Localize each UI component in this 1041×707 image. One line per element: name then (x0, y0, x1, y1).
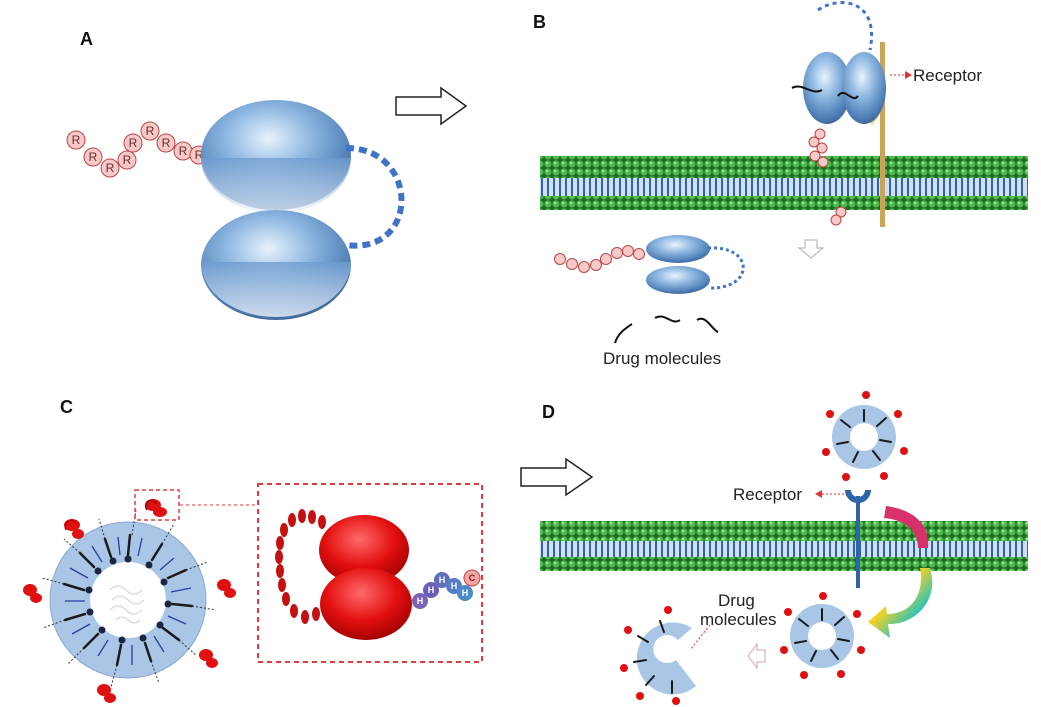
arginine-residue: R (123, 133, 143, 153)
cell-membrane-b (540, 156, 1028, 210)
svg-text:R: R (89, 150, 98, 164)
svg-text:R: R (106, 161, 115, 175)
bound-lobe-left (803, 52, 851, 124)
free-drug-molecule (696, 317, 719, 333)
entry-arrow-top (884, 506, 929, 548)
lower-lobe-shade (201, 262, 351, 317)
red-protein-tag (23, 584, 42, 603)
panel-d: D Receptor (540, 391, 1028, 705)
micelle-c (23, 509, 236, 703)
down-arrow-b (797, 239, 825, 259)
arginine-residue: R (100, 158, 120, 178)
highlight-box-small (134, 489, 180, 521)
svg-text:R: R (195, 148, 204, 162)
panel-a: A R R R R R R R R R (66, 29, 405, 320)
svg-text:C: C (469, 573, 476, 583)
linker-dashed (345, 145, 405, 249)
drug-label-d-line2: molecules (700, 610, 777, 629)
receptor-stem (856, 496, 860, 588)
arrow-a-to-b (395, 86, 468, 126)
red-protein-tag (217, 579, 236, 598)
red-protein-tag (145, 499, 167, 517)
arginine-residue: R (156, 133, 176, 153)
svg-text:R: R (129, 136, 138, 150)
svg-text:H: H (451, 581, 458, 591)
release-arrow (747, 642, 766, 670)
svg-text:H: H (428, 585, 435, 595)
free-drug-molecule (614, 323, 633, 344)
drug-molecules-label-b: Drug molecules (603, 349, 721, 368)
receptor-label-d: Receptor (733, 485, 802, 504)
red-protein-tag (199, 649, 218, 668)
upper-lobe-shade (201, 158, 351, 213)
bound-lobe-right (842, 52, 886, 124)
released-linker (707, 246, 745, 290)
red-linker-beads (275, 509, 326, 624)
svg-text:R: R (72, 133, 81, 147)
svg-text:H: H (417, 596, 424, 606)
arginine-residue: R (173, 141, 193, 161)
entry-arrow-bottom (868, 568, 933, 638)
his-tag: H H H H H C (412, 569, 481, 609)
red-lobe-bottom (320, 568, 412, 640)
drug-molecule (837, 91, 859, 99)
released-chain-b (554, 245, 645, 273)
panel-d-label: D (542, 402, 555, 422)
svg-text:R: R (162, 136, 171, 150)
arginine-residue: R (140, 121, 160, 141)
cell-membrane-d (540, 521, 1028, 571)
svg-text:R: R (179, 144, 188, 158)
receptor-pointer-head-d (815, 490, 822, 498)
svg-text:H: H (462, 588, 469, 598)
panel-b-label: B (533, 12, 546, 32)
released-lobe-top (646, 235, 710, 263)
micelle-d-broken (620, 606, 696, 705)
released-lobe-bottom (646, 266, 710, 294)
svg-text:R: R (123, 153, 132, 167)
arginine-residue: R (66, 130, 86, 150)
arginine-residue: R (117, 150, 137, 170)
svg-text:H: H (439, 575, 446, 585)
free-drug-molecule (654, 315, 681, 323)
red-lobe-top (319, 515, 409, 585)
panel-c-label: C (60, 397, 73, 417)
arrow-c-to-d (520, 457, 594, 497)
drug-pointer-d (689, 624, 711, 651)
arginine-chain: R R R R R R R R R (66, 121, 209, 178)
micelle-d-inside (780, 592, 865, 679)
receptor-pole (880, 42, 885, 227)
receptor-label-b: Receptor (913, 66, 982, 85)
svg-text:R: R (146, 124, 155, 138)
zoom-box (257, 483, 483, 663)
panel-b: B Receptor (533, 1, 1028, 368)
red-protein-tag (97, 684, 116, 703)
receptor-pointer-head (905, 71, 912, 79)
arginine-residue: R (83, 147, 103, 167)
arginine-chain-inserting (808, 128, 847, 226)
red-protein-tag (64, 519, 84, 539)
panel-a-label: A (80, 29, 93, 49)
bound-linker (817, 1, 874, 51)
drug-molecule (791, 85, 823, 93)
micelle-d-top (822, 391, 908, 481)
drug-label-d-line1: Drug (718, 591, 755, 610)
panel-c: C (23, 397, 483, 703)
